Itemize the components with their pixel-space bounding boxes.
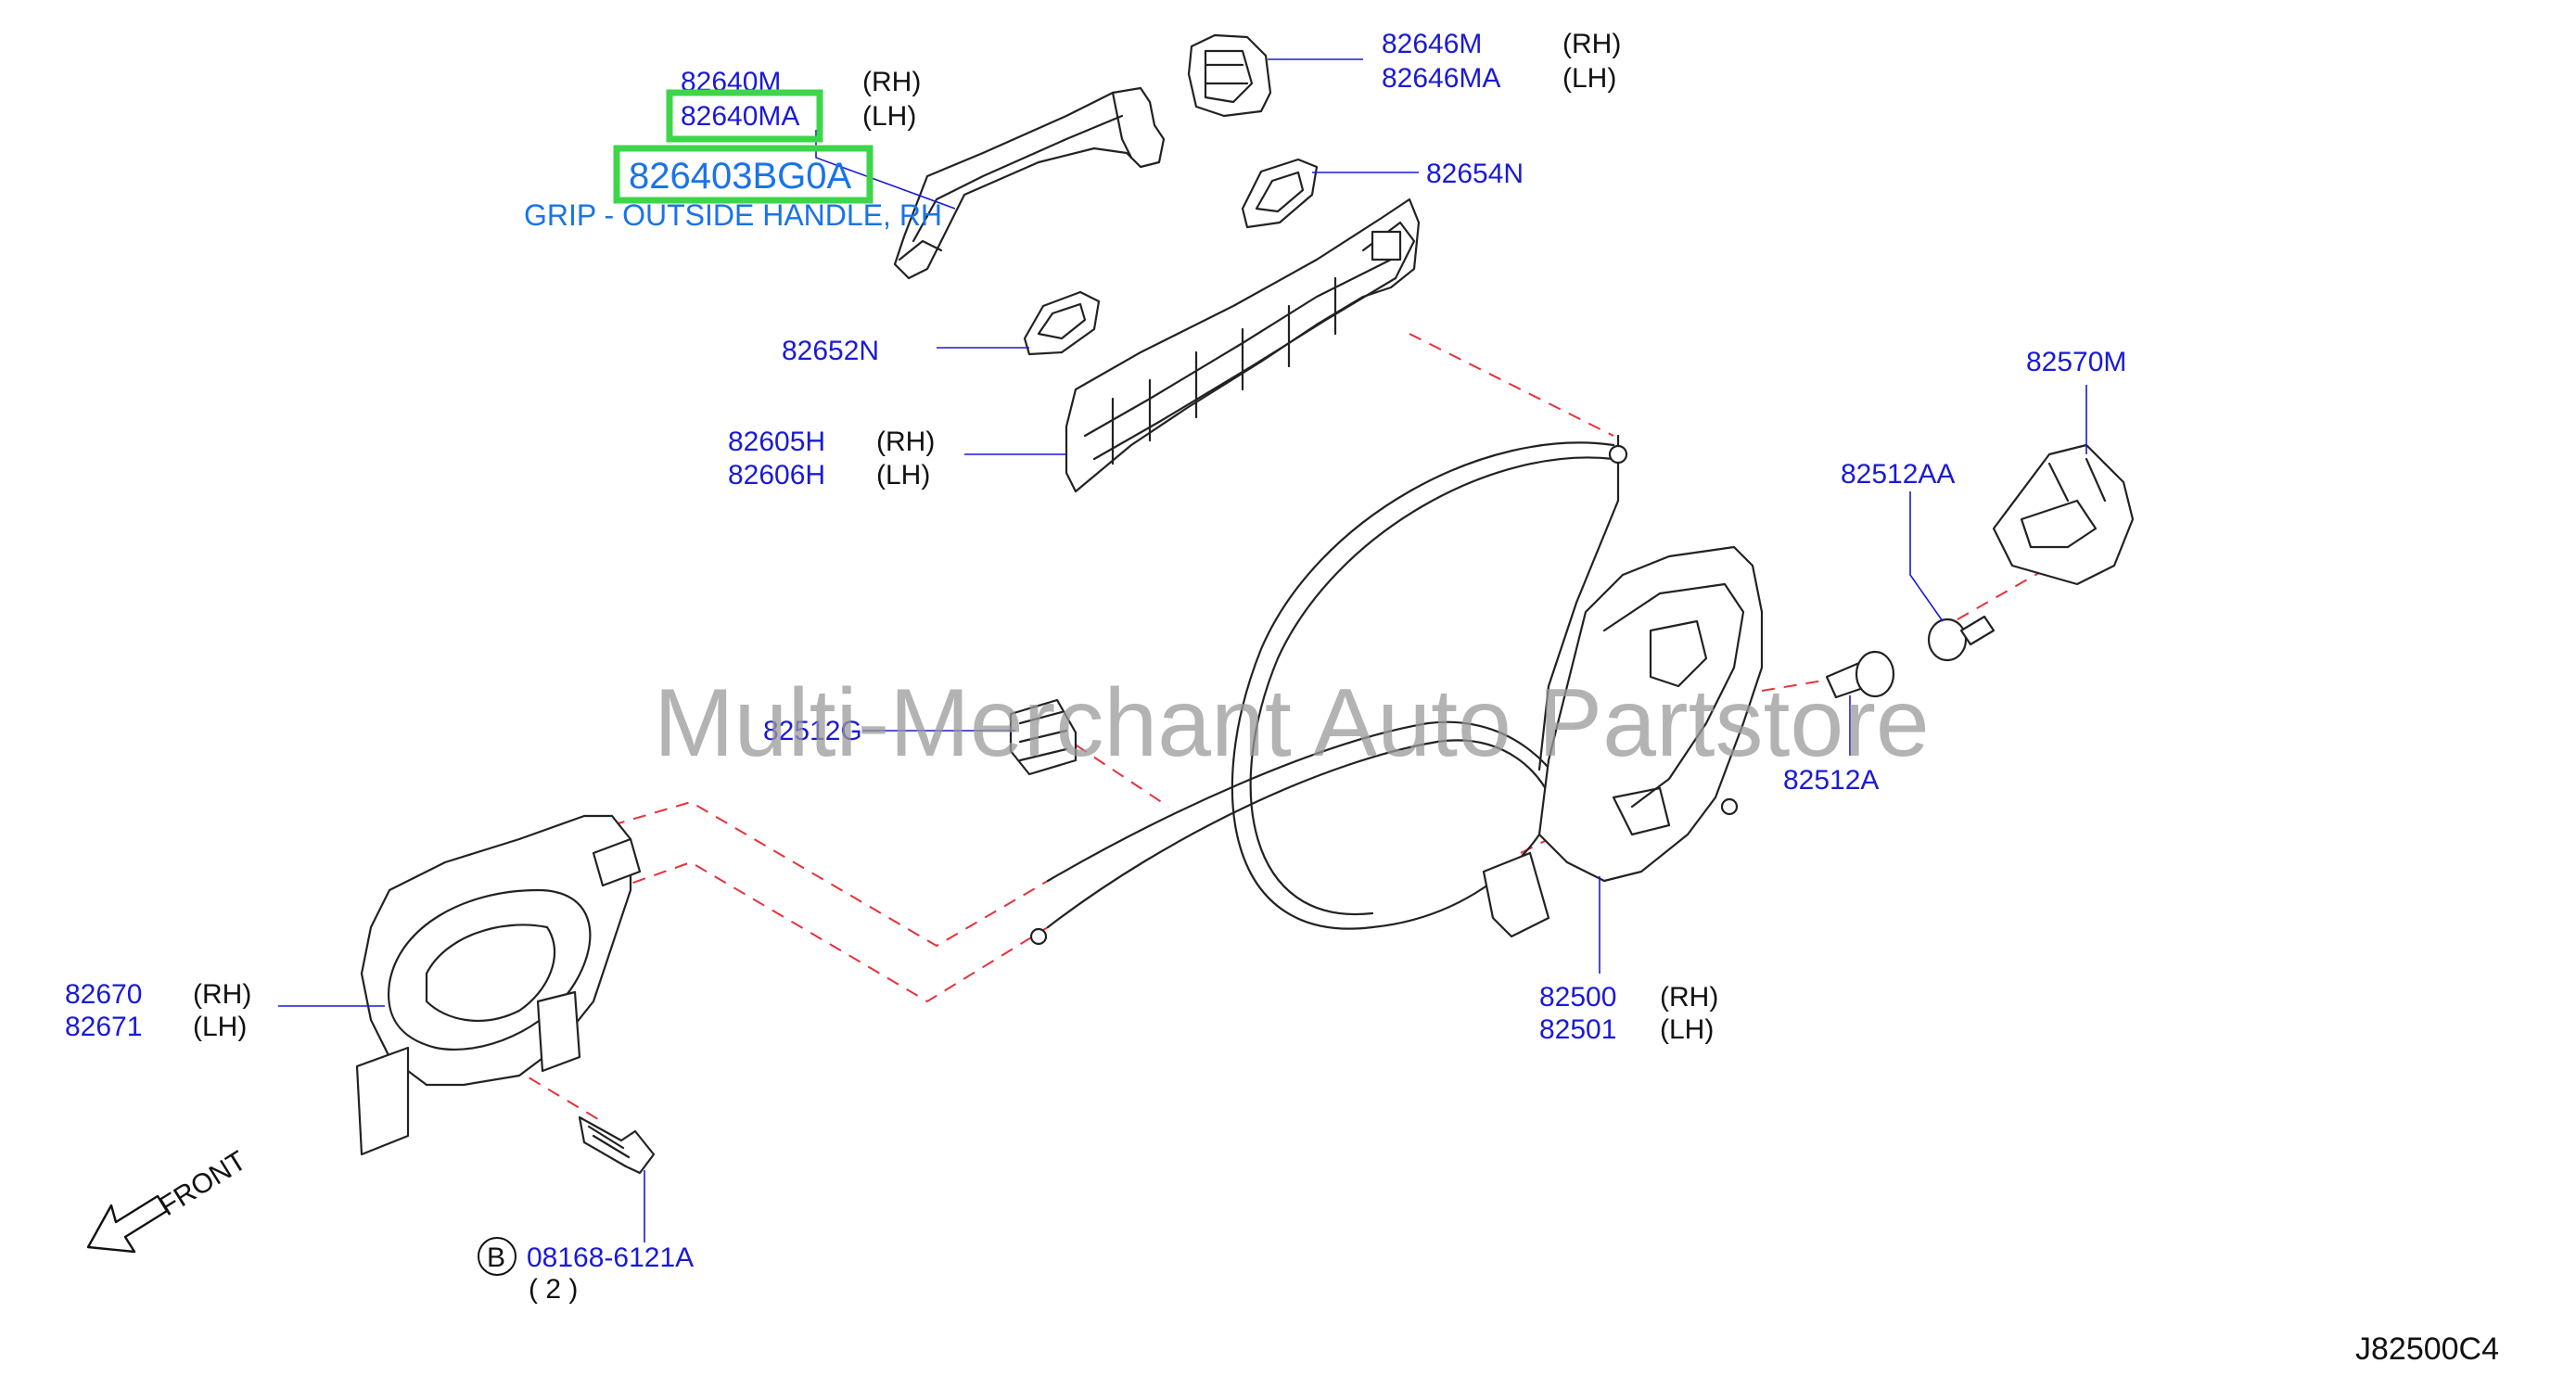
highlight-82640ma [666,89,823,143]
front-arrow-icon [86,1194,169,1254]
cable-clip[interactable] [1009,698,1078,776]
label-rh-82670: (RH) [193,979,251,1010]
label-rh-82640m: (RH) [862,67,921,97]
label-rh-82605h: (RH) [876,427,935,457]
label-82640ma[interactable]: 82640MA [681,101,799,132]
handle-escutcheon-cap[interactable] [1187,33,1272,118]
label-82654n[interactable]: 82654N [1426,159,1524,189]
lock-cables[interactable] [1029,434,1628,946]
gasket-rear[interactable] [1023,290,1101,356]
grip-description: GRIP - OUTSIDE HANDLE, RH [524,198,942,232]
striker-screw[interactable] [1927,615,1996,662]
label-rh-82646m: (RH) [1562,29,1621,59]
label-82501[interactable]: 82501 [1539,1014,1616,1045]
bolt-marker-letter: B [487,1242,505,1273]
label-82512a[interactable]: 82512A [1783,765,1879,796]
label-lh-82646ma: (LH) [1562,63,1616,94]
label-826403bg0a[interactable]: 826403BG0A [629,156,852,197]
highlight-826403bg0a [613,145,874,204]
front-label: FRONT [154,1145,251,1222]
label-quantity: ( 2 ) [529,1274,578,1305]
watermark: Multi-Merchant Auto Partstore [654,669,1930,777]
label-rh-82500: (RH) [1660,982,1718,1013]
diagram-code: J82500C4 [2355,1331,2499,1367]
label-82605h[interactable]: 82605H [728,427,825,457]
label-82512aa[interactable]: 82512AA [1841,459,1955,490]
label-82570m[interactable]: 82570M [2026,347,2126,377]
gasket-front[interactable] [1241,158,1319,229]
label-82606h[interactable]: 82606H [728,460,825,491]
label-82646m[interactable]: 82646M [1382,29,1482,59]
label-lh-82671: (LH) [193,1012,247,1042]
label-82670[interactable]: 82670 [65,979,142,1010]
label-82652n[interactable]: 82652N [782,336,879,366]
label-82671[interactable]: 82671 [65,1012,142,1042]
part-labels: 82640M (RH) 82640MA (LH) 826403BG0A GRIP… [65,29,2126,1305]
bolt-marker-circle [478,1237,516,1276]
leader-lines [278,58,2087,1242]
front-direction-indicator: FRONT [86,1145,251,1254]
door-striker[interactable] [1992,443,2135,586]
inside-door-handle[interactable] [355,814,642,1156]
label-08168-6121a[interactable]: 08168-6121A [527,1242,694,1273]
label-82512g[interactable]: 82512G [763,716,862,746]
label-lh-82501: (LH) [1660,1014,1714,1045]
mounting-bolt[interactable] [578,1115,656,1175]
label-lh-82606h: (LH) [876,460,930,491]
door-lock-actuator[interactable] [1482,545,1764,938]
label-82500[interactable]: 82500 [1539,982,1616,1013]
outside-handle-grip[interactable] [893,86,1166,280]
label-82646ma[interactable]: 82646MA [1382,63,1500,94]
lock-screw[interactable] [1825,650,1895,699]
label-lh-82640ma: (LH) [862,101,916,132]
handle-bracket[interactable] [1065,197,1421,493]
